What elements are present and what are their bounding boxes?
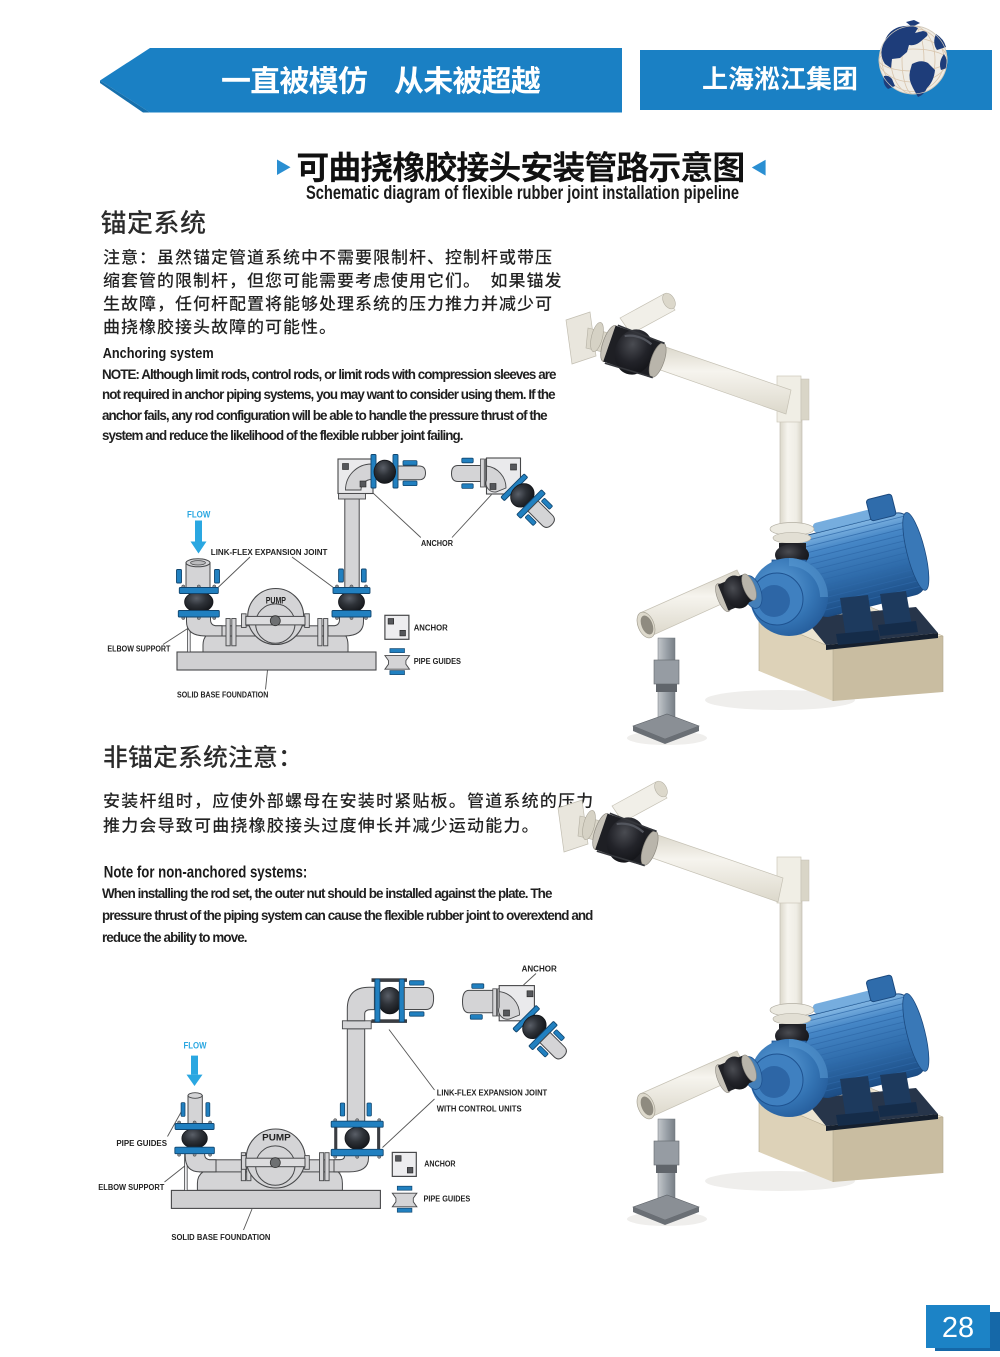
svg-text:28: 28 <box>942 1312 974 1344</box>
svg-text:WITH CONTROL UNITS: WITH CONTROL UNITS <box>437 1104 522 1114</box>
svg-text:ELBOW SUPPORT: ELBOW SUPPORT <box>107 644 171 654</box>
svg-text:Note for non-anchored systems:: Note for non-anchored systems: <box>104 864 307 882</box>
svg-text:ANCHOR: ANCHOR <box>421 538 454 548</box>
svg-text:FLOW: FLOW <box>187 510 211 520</box>
svg-text:PIPE GUIDES: PIPE GUIDES <box>424 1194 471 1204</box>
svg-text:Anchoring system: Anchoring system <box>103 345 214 362</box>
svg-text:PIPE GUIDES: PIPE GUIDES <box>414 656 462 666</box>
svg-text:PUMP: PUMP <box>262 1133 291 1143</box>
svg-text:SOLID BASE FOUNDATION: SOLID BASE FOUNDATION <box>177 689 268 699</box>
svg-text:SOLID BASE FOUNDATION: SOLID BASE FOUNDATION <box>171 1232 270 1242</box>
svg-text:ANCHOR: ANCHOR <box>522 964 558 974</box>
svg-text:Schematic diagram of flexible: Schematic diagram of flexible rubber joi… <box>306 183 739 204</box>
svg-text:PIPE GUIDES: PIPE GUIDES <box>116 1138 167 1148</box>
svg-text:ANCHOR: ANCHOR <box>414 622 449 632</box>
svg-text:FLOW: FLOW <box>184 1041 207 1051</box>
svg-text:ELBOW SUPPORT: ELBOW SUPPORT <box>98 1182 165 1192</box>
svg-text:LINK-FLEX EXPANSION JOINT: LINK-FLEX EXPANSION JOINT <box>211 547 328 557</box>
svg-text:ANCHOR: ANCHOR <box>424 1159 456 1169</box>
svg-text:PUMP: PUMP <box>266 596 286 606</box>
svg-text:LINK-FLEX EXPANSION JOINT: LINK-FLEX EXPANSION JOINT <box>437 1088 548 1098</box>
